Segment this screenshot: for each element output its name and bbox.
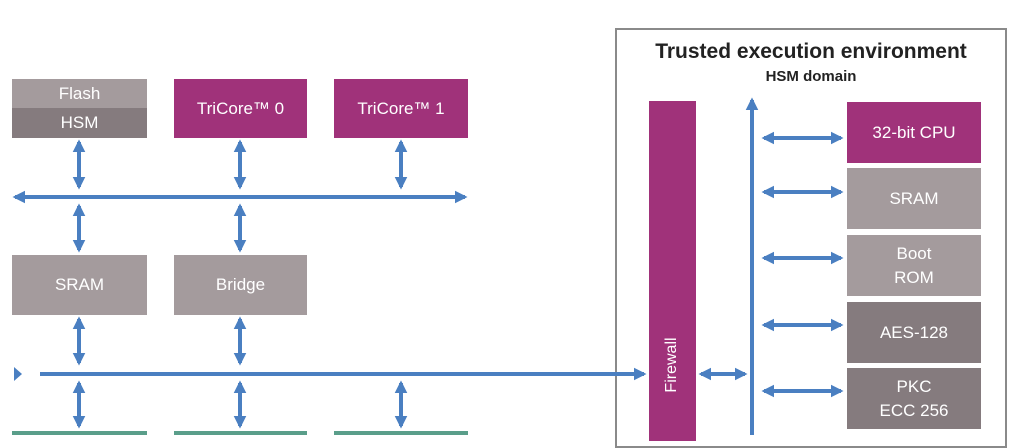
hsm-sram-label: SRAM — [889, 188, 939, 208]
boot-rom-label-line2: ROM — [894, 267, 934, 287]
peripheral-block-3 — [334, 431, 468, 435]
boot-rom-label-line1: Boot — [896, 243, 932, 263]
peripheral-block-1 — [12, 431, 147, 435]
hsm-sram-block: SRAM — [847, 168, 981, 229]
pkc-label-line2: ECC 256 — [879, 400, 949, 420]
bus-arrows — [12, 97, 844, 435]
flash-block: Flash — [12, 79, 147, 108]
firewall-block — [649, 101, 696, 441]
tricore0-label: TriCore™ 0 — [196, 98, 285, 118]
peripheral-block-2 — [174, 431, 307, 435]
hsm-cpu-label: 32-bit CPU — [872, 122, 956, 142]
boot-rom-block: Boot ROM — [847, 235, 981, 296]
pkc-block: PKC ECC 256 — [847, 368, 981, 429]
aes-label: AES-128 — [879, 322, 949, 342]
hsm-label: HSM — [60, 113, 99, 132]
flash-label: Flash — [58, 83, 101, 103]
aes-block: AES-128 — [847, 302, 981, 363]
hsm-cpu-block: 32-bit CPU — [847, 102, 981, 163]
tricore1-label: TriCore™ 1 — [357, 98, 445, 118]
hsm-block: HSM — [12, 108, 147, 138]
tricore0-block: TriCore™ 0 — [174, 79, 307, 138]
bridge-label: Bridge — [215, 275, 266, 294]
lower-bus-left-arrowhead — [14, 367, 22, 381]
hsm-domain-label: HSM domain — [765, 68, 857, 85]
tee-title: Trusted execution environment — [655, 40, 967, 63]
tricore1-block: TriCore™ 1 — [334, 79, 468, 138]
pkc-label-line1: PKC — [896, 376, 932, 396]
bridge-block: Bridge — [174, 255, 307, 315]
sram-label: SRAM — [54, 275, 105, 294]
sram-block: SRAM — [12, 255, 147, 315]
